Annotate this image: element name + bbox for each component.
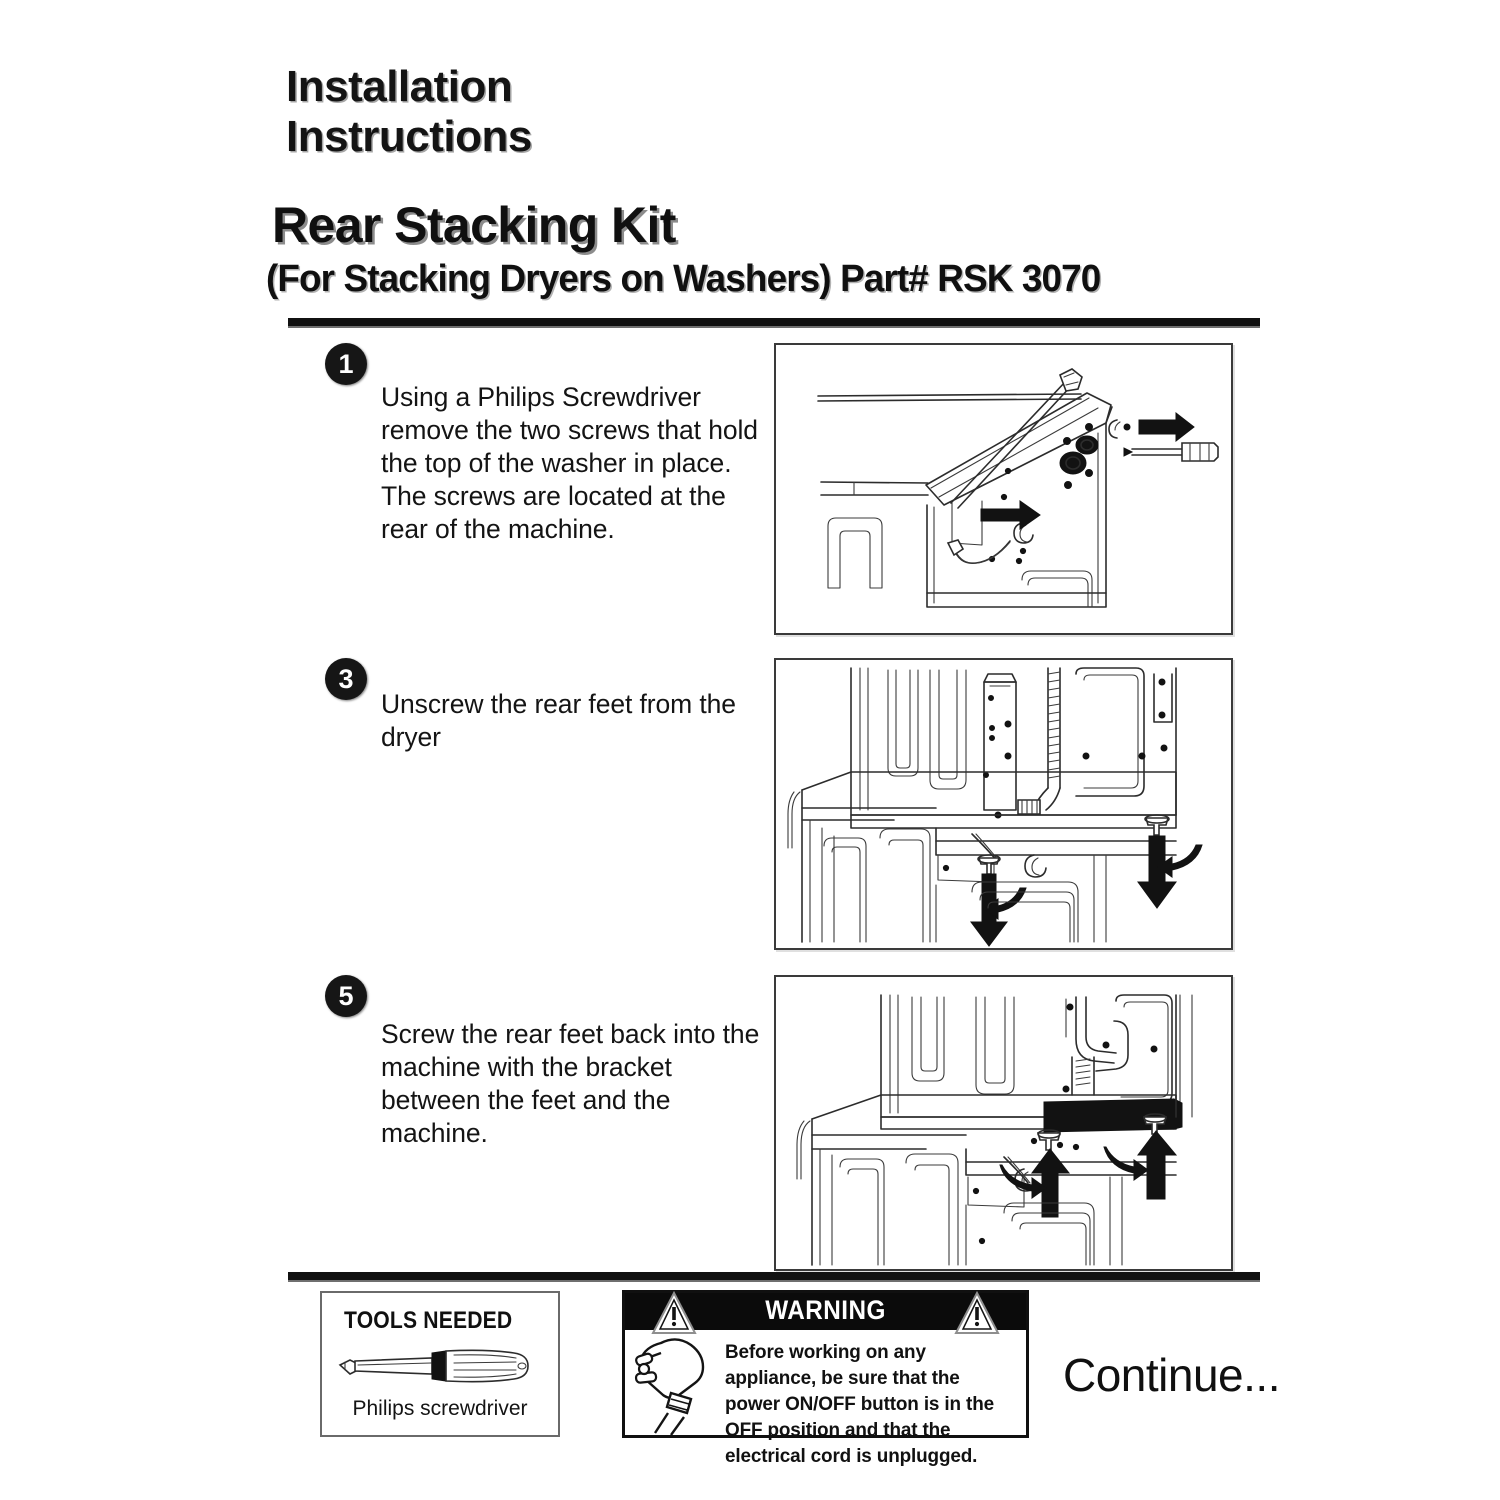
washer-rear-top-screws-diagram — [817, 368, 1219, 608]
step-1-number-badge: 1 — [325, 343, 367, 385]
step-3-instruction-text: Unscrew the rear feet from the dryer — [381, 689, 736, 752]
step-3-number-badge: 3 — [325, 658, 367, 700]
kit-subtitle: (For Stacking Dryers on Washers) Part# R… — [266, 258, 1101, 300]
continue-label: Continue... — [1063, 1349, 1280, 1401]
warning-text: Before working on any appliance, be sure… — [725, 1341, 994, 1467]
screwdriver-icon — [338, 1349, 529, 1383]
warning-triangle-icon — [954, 1291, 1000, 1334]
dryer-rear-feet-removal-diagram — [787, 667, 1203, 947]
document-title-line-2: Instructions — [286, 112, 532, 161]
step-1-instruction-text: Using a Philips Screwdriver remove the t… — [381, 382, 758, 544]
warning-triangle-icon — [651, 1291, 697, 1334]
dryer-rear-bracket-install-diagram — [796, 994, 1193, 1266]
warning-label: WARNING — [765, 1295, 886, 1325]
power-plug-icon — [634, 1338, 705, 1435]
step-5-number-badge: 5 — [325, 975, 367, 1017]
footer-divider-rule — [288, 1272, 1260, 1282]
warning-banner — [625, 1293, 1026, 1330]
step-3-illustration-panel — [774, 658, 1233, 950]
document-title-line-1: Installation — [286, 62, 513, 111]
step-1-illustration-panel — [774, 343, 1233, 635]
tools-needed-heading: TOOLS NEEDED — [344, 1307, 513, 1334]
tools-needed-box: TOOLS NEEDED Philips screwdriver — [320, 1291, 560, 1437]
tools-needed-caption: Philips screwdriver — [352, 1397, 528, 1420]
step-5-illustration-panel — [774, 975, 1233, 1271]
header-divider-rule — [288, 318, 1260, 328]
warning-box: WARNING Before working on any appliance,… — [622, 1290, 1029, 1467]
kit-title: Rear Stacking Kit — [272, 197, 676, 253]
step-5-instruction-text: Screw the rear feet back into the machin… — [381, 1019, 760, 1148]
